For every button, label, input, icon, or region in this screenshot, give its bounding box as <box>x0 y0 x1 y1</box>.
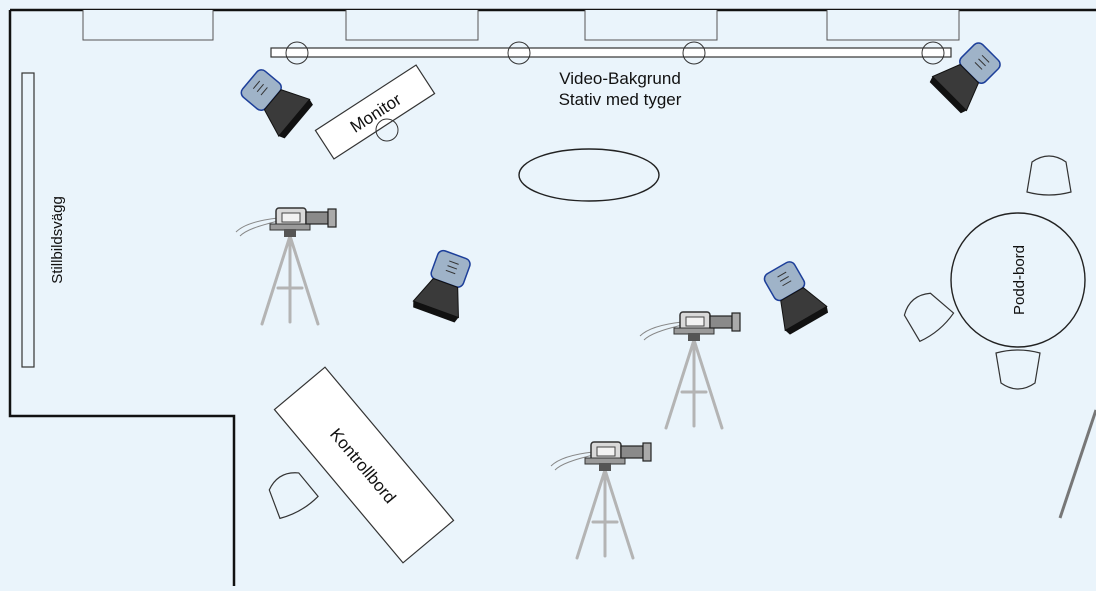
chair-podcast-top <box>1026 155 1072 196</box>
center-ellipse <box>518 148 660 202</box>
monitor: Monitor <box>314 64 436 160</box>
still-wall-label: Stillbildsvägg <box>49 196 66 284</box>
window-niches <box>82 10 960 41</box>
chair-podcast-left <box>896 284 957 345</box>
chair-podcast-bottom <box>995 349 1041 390</box>
podcast-table <box>950 212 1086 348</box>
camera-icon <box>549 440 653 560</box>
light-icon <box>755 255 831 337</box>
video-background-sublabel: Stativ med tyger <box>559 90 682 109</box>
light-icon <box>233 61 315 141</box>
camera-icon <box>234 206 338 326</box>
still-wall <box>21 72 35 368</box>
light-icon <box>927 34 1009 116</box>
video-background-rail <box>270 41 952 65</box>
video-background-label: Video-Bakgrund <box>559 69 681 88</box>
camera-icon <box>638 310 742 430</box>
control-desk: Kontrollbord <box>273 366 455 564</box>
light-icon <box>410 245 480 324</box>
podcast-table-label: Podd-bord <box>1011 245 1028 315</box>
monitor-stand <box>375 118 399 142</box>
tripod-leg-partial <box>1058 409 1096 519</box>
chair-control-desk <box>261 464 321 522</box>
